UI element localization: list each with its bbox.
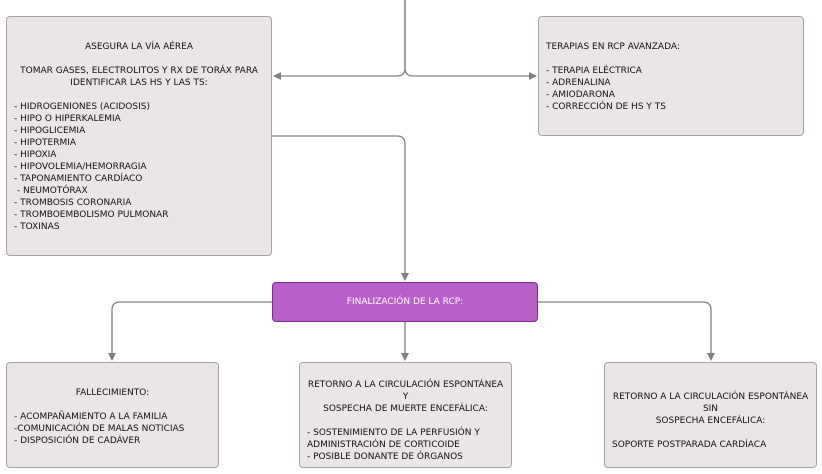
- death-title: FALLECIMIENTO:: [75, 388, 150, 398]
- connector-top-to-airway: [273, 0, 406, 80]
- death-item: - ACOMPAÑAMIENTO A LA FAMILIA: [14, 412, 168, 422]
- connector-airway-to-end: [272, 135, 409, 281]
- therapies-title: TERAPIAS EN RCP AVANZADA:: [546, 42, 680, 52]
- rosc-box: RETORNO A LA CIRCULACIÓN ESPONTÁNEA SIN …: [604, 362, 817, 468]
- death-item: - DISPOSICIÓN DE CADÁVER: [14, 436, 141, 446]
- airway-item: - TROMBOEMBOLISMO PULMONAR: [14, 210, 169, 220]
- end-rcp-box: FINALIZACIÓN DE LA RCP:: [272, 282, 538, 322]
- airway-item: - HIDROGENIONES (ACIDOSIS): [14, 102, 150, 112]
- airway-item: - HIPO O HIPERKALEMIA: [14, 114, 121, 124]
- therapies-box: TERAPIAS EN RCP AVANZADA: - TERAPIA ELÉC…: [538, 16, 804, 136]
- therapies-item: - AMIODARONA: [546, 90, 615, 100]
- death-box: FALLECIMIENTO: - ACOMPAÑAMIENTO A LA FAM…: [6, 362, 219, 468]
- airway-item: - TOXINAS: [14, 222, 60, 232]
- therapies-item: - CORRECCIÓN DE HS Y TS: [546, 102, 666, 112]
- connector-end-to-death: [108, 301, 272, 361]
- rosc-brain-item: - POSIBLE DONANTE DE ÓRGANOS: [307, 452, 463, 462]
- connector-end-to-rosc: [538, 301, 715, 361]
- therapies-item: - TERAPIA ELÉCTRICA: [546, 66, 642, 76]
- rosc-title-line1: RETORNO A LA CIRCULACIÓN ESPONTÁNEA SIN: [612, 392, 809, 414]
- connector-top-to-therapies: [404, 0, 537, 80]
- airway-title: ASEGURA LA VÍA AÉREA: [84, 42, 194, 52]
- airway-item: - TROMBOSIS CORONARIA: [14, 198, 132, 208]
- end-rcp-label: FINALIZACIÓN DE LA RCP:: [346, 297, 464, 307]
- rosc-brain-item: ADMINISTRACIÓN DE CORTICOIDE: [307, 440, 460, 450]
- airway-subtitle-line2: IDENTIFICAR LAS HS Y LAS TS:: [70, 78, 208, 88]
- rosc-brain-title-line1: RETORNO A LA CIRCULACIÓN ESPONTÁNEA Y: [307, 380, 504, 402]
- airway-item: - HIPOVOLEMIA/HEMORRAGIA: [14, 162, 147, 172]
- therapies-item: - ADRENALINA: [546, 78, 611, 88]
- rosc-brain-death-box: RETORNO A LA CIRCULACIÓN ESPONTÁNEA Y SO…: [299, 362, 512, 468]
- airway-item: - HIPOXIA: [14, 150, 57, 160]
- airway-item: - TAPONAMIENTO CARDÍACO: [14, 174, 143, 184]
- airway-item: - HIPOTERMIA: [14, 138, 77, 148]
- death-item: -COMUNICACIÓN DE MALAS NOTICIAS: [14, 424, 185, 434]
- rosc-item: SOPORTE POSTPARADA CARDÍACA: [612, 440, 767, 450]
- airway-item: - NEUMOTÓRAX: [14, 186, 88, 196]
- airway-item: - HIPOGLICEMIA: [14, 126, 86, 136]
- airway-subtitle-line1: TOMAR GASES, ELECTROLITOS Y RX DE TORÁX …: [20, 66, 258, 76]
- airway-box: ASEGURA LA VÍA AÉREA TOMAR GASES, ELECTR…: [6, 16, 272, 256]
- rosc-brain-title-line2: SOSPECHA DE MUERTE ENCEFÁLICA:: [323, 404, 488, 414]
- rosc-brain-item: - SOSTENIMIENTO DE LA PERFUSIÓN Y: [307, 428, 480, 438]
- rosc-title-line2: SOSPECHA ENCEFÁLICA:: [655, 416, 766, 426]
